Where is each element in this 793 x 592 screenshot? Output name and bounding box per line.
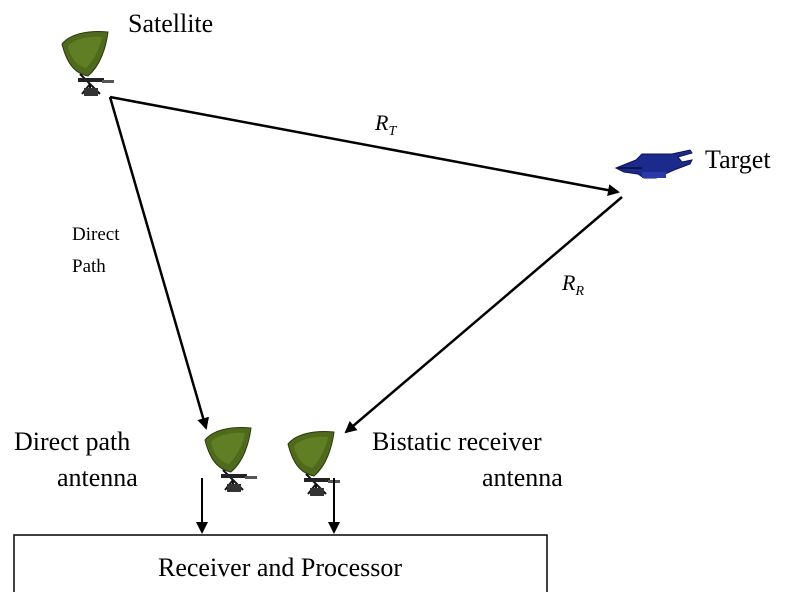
bistatic-antenna-label-line2: antenna [482, 463, 563, 492]
direct-path-antenna-icon [204, 426, 258, 493]
receiver-processor-box [13, 534, 548, 592]
direct-antenna-label-line1: Direct path [14, 427, 130, 456]
target-label: Target [705, 145, 771, 174]
receiver-processor-label: Receiver and Processor [158, 553, 402, 582]
rr-path-arrow [344, 196, 623, 434]
rr-label: RR [561, 270, 584, 299]
satellite-label: Satellite [128, 9, 213, 38]
rt-label: RT [374, 110, 397, 139]
direct-antenna-label-line2: antenna [57, 463, 138, 492]
bistatic-antenna-icon [287, 430, 341, 497]
bistatic-antenna-label-line1: Bistatic receiver [372, 427, 542, 456]
direct-path-arrow [108, 96, 209, 430]
helicopter-icon [614, 149, 693, 179]
direct-path-label-line2: Path [72, 256, 106, 277]
direct-path-label-line1: Direct [72, 224, 120, 245]
satellite-dish-icon [61, 30, 115, 97]
rt-path-arrow [109, 95, 620, 197]
